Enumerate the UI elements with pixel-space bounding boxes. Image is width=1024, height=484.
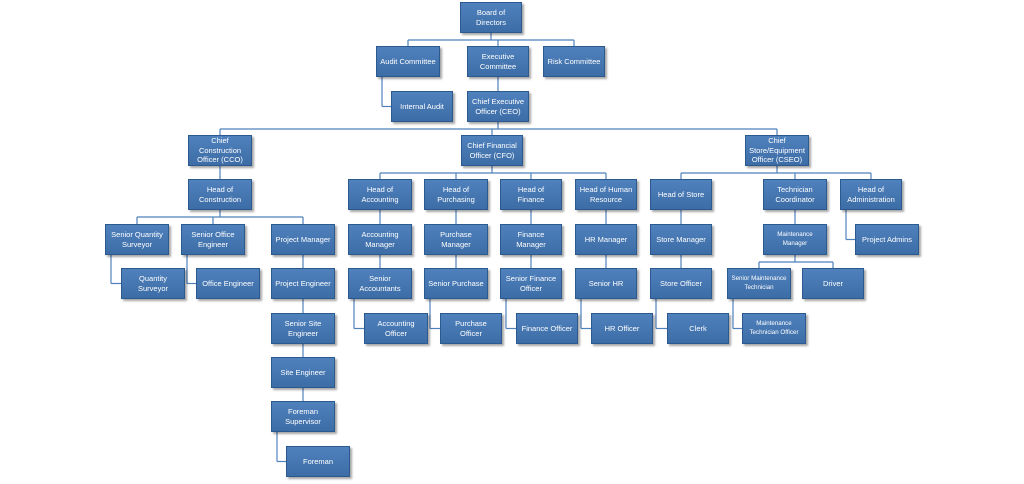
org-node-label: Project Admins [861, 234, 913, 244]
org-node-tech-coord: Technician Coordinator [763, 179, 827, 210]
org-node-head-accounting: Head of Accounting [348, 179, 412, 210]
org-node-label: Executive Committee [479, 51, 517, 71]
org-node-store-manager: Store Manager [650, 224, 712, 255]
org-node-sr-hr: Senior HR [575, 268, 637, 299]
org-node-maint-manager: Maintenance Manager [763, 224, 827, 255]
org-node-foreman-sup: Foreman Supervisor [271, 401, 335, 432]
org-node-label: Driver [823, 278, 843, 288]
org-node-label: Quantity Surveyor [137, 273, 168, 293]
org-node-fin-officer: Finance Officer [516, 313, 578, 344]
org-node-label: Senior HR [588, 278, 624, 288]
org-node-label: Senior Office Engineer [191, 229, 235, 249]
org-node-label: Clerk [689, 323, 707, 333]
org-node-store-officer: Store Officer [650, 268, 712, 299]
org-node-purch-manager: Purchase Manager [424, 224, 488, 255]
org-node-label: Senior Finance Officer [505, 273, 557, 293]
org-node-sr-fin-officer: Senior Finance Officer [500, 268, 562, 299]
org-node-label: Maintenance Manager [777, 231, 813, 247]
org-node-sr-purchase: Senior Purchase [424, 268, 488, 299]
org-node-label: Project Manager [275, 234, 331, 244]
org-node-ceo: Chief Executive Officer (CEO) [467, 91, 529, 122]
org-node-maint-tech-officer: Maintenance Technician Officer [742, 313, 806, 344]
org-node-label: Purchase Officer [455, 318, 487, 338]
org-node-label: Head of Purchasing [437, 184, 475, 204]
org-node-project-admins: Project Admins [855, 224, 919, 255]
org-node-label: Foreman [302, 456, 333, 466]
org-node-sr-accountants: Senior Accountants [348, 268, 412, 299]
org-node-label: Technician Coordinator [775, 184, 815, 204]
org-node-qs: Quantity Surveyor [121, 268, 185, 299]
org-node-label: Foreman Supervisor [285, 406, 321, 426]
org-node-label: Senior Quantity Surveyor [111, 229, 163, 249]
org-node-cfo: Chief Financial Officer (CFO) [461, 135, 523, 166]
org-node-label: Chief Construction Officer (CCO) [197, 135, 243, 165]
org-node-label: Senior Site Engineer [284, 318, 322, 338]
org-node-exec: Executive Committee [467, 46, 529, 77]
org-node-label: Head of Store [657, 189, 705, 199]
org-node-label: Maintenance Technician Officer [749, 320, 799, 336]
org-node-head-construction: Head of Construction [188, 179, 252, 210]
org-node-head-finance: Head of Finance [500, 179, 562, 210]
org-node-label: Store Manager [656, 234, 706, 244]
org-node-label: Internal Audit [400, 101, 444, 111]
org-node-label: Accounting Officer [377, 318, 415, 338]
org-node-audit: Audit Committee [376, 46, 440, 77]
org-node-site-eng: Site Engineer [271, 357, 335, 388]
org-node-label: Site Engineer [280, 367, 326, 377]
org-node-head-store: Head of Store [650, 179, 712, 210]
org-node-risk: Risk Committee [543, 46, 605, 77]
org-node-label: Office Engineer [202, 278, 254, 288]
org-node-label: Finance Manager [516, 229, 546, 249]
org-node-label: Senior Accountants [359, 273, 401, 293]
org-node-board: Board of Directors [460, 2, 522, 33]
org-node-label: HR Officer [604, 323, 640, 333]
org-node-project-manager: Project Manager [271, 224, 335, 255]
org-node-label: Accounting Manager [361, 229, 399, 249]
org-node-hr-manager: HR Manager [575, 224, 637, 255]
org-node-label: Senior Purchase [428, 278, 484, 288]
org-node-head-hr: Head of Human Resource [575, 179, 637, 210]
org-node-label: Project Engineer [275, 278, 331, 288]
org-node-label: Finance Officer [521, 323, 573, 333]
org-node-label: HR Manager [584, 234, 628, 244]
org-node-label: Head of Finance [517, 184, 545, 204]
org-node-cseo: Chief Store/Equipment Officer (CSEO) [745, 135, 809, 166]
org-node-cco: Chief Construction Officer (CCO) [188, 135, 252, 166]
org-node-label: Head of Accounting [361, 184, 399, 204]
org-node-clerk: Clerk [667, 313, 729, 344]
org-node-head-purchasing: Head of Purchasing [424, 179, 488, 210]
org-node-sr-site-eng: Senior Site Engineer [271, 313, 335, 344]
org-node-label: Board of Directors [475, 7, 506, 27]
org-node-label: Chief Store/Equipment Officer (CSEO) [749, 135, 805, 165]
org-node-label: Audit Committee [380, 56, 436, 66]
org-node-foreman: Foreman [286, 446, 350, 477]
org-node-fin-manager: Finance Manager [500, 224, 562, 255]
org-node-acc-manager: Accounting Manager [348, 224, 412, 255]
org-node-head-admin: Head of Administration [840, 179, 902, 210]
org-node-purch-officer: Purchase Officer [440, 313, 502, 344]
org-node-label: Risk Committee [547, 56, 601, 66]
org-node-label: Head of Administration [847, 184, 895, 204]
org-node-project-eng: Project Engineer [271, 268, 335, 299]
org-node-office-eng: Office Engineer [196, 268, 260, 299]
org-node-sr-qs: Senior Quantity Surveyor [105, 224, 169, 255]
org-node-hr-officer: HR Officer [591, 313, 653, 344]
org-node-label: Head of Human Resource [579, 184, 633, 204]
org-node-label: Head of Construction [198, 184, 242, 204]
org-node-label: Chief Financial Officer (CFO) [467, 140, 517, 160]
org-node-sr-maint-tech: Senior Maintenance Technician [727, 268, 791, 299]
org-node-label: Purchase Manager [440, 229, 472, 249]
org-node-sr-office-eng: Senior Office Engineer [181, 224, 245, 255]
org-node-driver: Driver [802, 268, 864, 299]
org-node-internal-audit: Internal Audit [391, 91, 453, 122]
org-node-label: Store Officer [660, 278, 702, 288]
org-node-label: Chief Executive Officer (CEO) [471, 96, 525, 116]
org-node-acc-officer: Accounting Officer [364, 313, 428, 344]
org-node-label: Senior Maintenance Technician [731, 275, 787, 291]
